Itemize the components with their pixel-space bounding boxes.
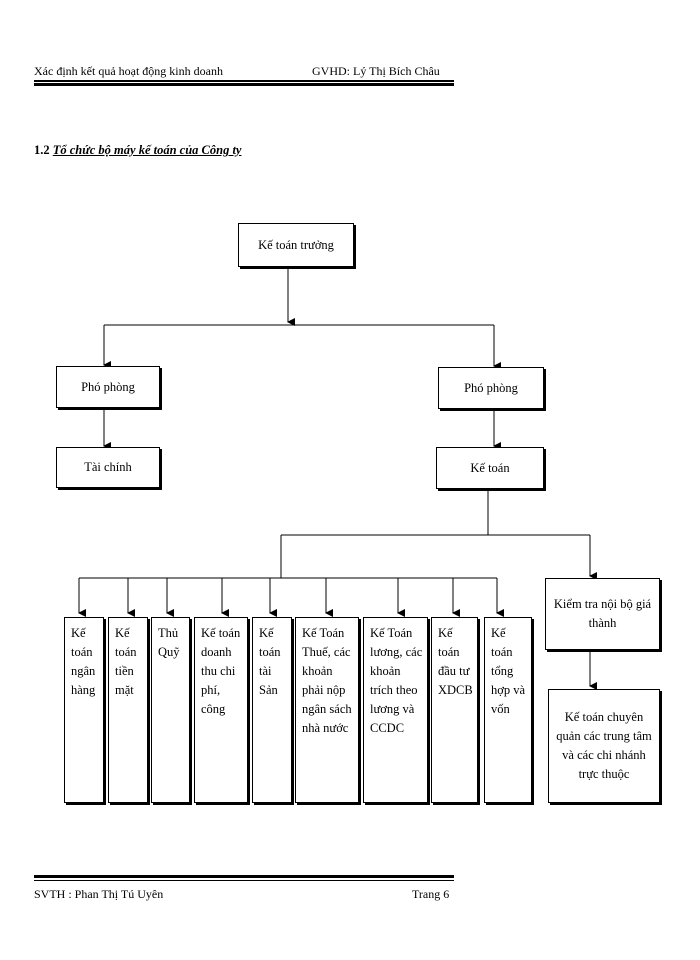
internal-audit-box: Kiểm tra nội bộ giá thành — [545, 578, 660, 650]
branch-accounting-label: Kế toán chuyên quản các trung tâm và các… — [556, 710, 652, 781]
header-title: Xác định kết quả hoạt động kinh doanh — [34, 64, 223, 78]
staff-label: Kế Toán Thuế, các khoản phải nộp ngân sá… — [302, 626, 352, 735]
chief-accountant-box: Kế toán trưởng — [238, 223, 354, 267]
internal-audit-label: Kiểm tra nội bộ giá thành — [553, 597, 652, 630]
staff-label: Kế toán đầu tư XDCB — [438, 626, 473, 697]
finance-box: Tài chính — [56, 447, 160, 488]
staff-box: Kế Toán lương, các khoản trích theo lươn… — [363, 617, 428, 803]
staff-box: Kế Toán Thuế, các khoản phải nộp ngân sá… — [295, 617, 359, 803]
staff-box: Kế toán doanh thu chi phí, công — [194, 617, 248, 803]
staff-label: Kế toán tài Sản — [259, 626, 281, 697]
section-number: 1.2 — [34, 143, 50, 157]
accounting-label: Kế toán — [470, 460, 510, 475]
staff-label: Kế toán ngân hàng — [71, 626, 96, 697]
staff-box: Kế toán ngân hàng — [64, 617, 104, 803]
section-title: Tổ chức bộ máy kế toán của Công ty — [52, 143, 242, 157]
footer-rule-thin — [34, 880, 454, 881]
deputy-right-box: Phó phòng — [438, 367, 544, 409]
deputy-left-label: Phó phòng — [81, 379, 135, 394]
footer-page-number: Trang 6 — [412, 887, 450, 901]
footer-student: SVTH : Phan Thị Tú Uyên — [34, 887, 164, 901]
section-heading: 1.2 Tổ chức bộ máy kế toán của Công ty — [34, 143, 241, 158]
header-rule-thick — [34, 83, 454, 86]
finance-label: Tài chính — [84, 460, 132, 474]
staff-box: Kế toán tài Sản — [252, 617, 292, 803]
staff-box: Kế toán đầu tư XDCB — [431, 617, 478, 803]
staff-label: Kế toán tổng hợp và vốn — [491, 626, 526, 716]
deputy-left-box: Phó phòng — [56, 366, 160, 408]
staff-label: Kế Toán lương, các khoản trích theo lươn… — [370, 626, 423, 735]
branch-accounting-box: Kế toán chuyên quản các trung tâm và các… — [548, 689, 660, 803]
header-advisor: GVHD: Lý Thị Bích Châu — [312, 64, 440, 78]
footer-rule-thick — [34, 875, 454, 878]
staff-box: Thủ Quỹ — [151, 617, 190, 803]
staff-label: Kế toán doanh thu chi phí, công — [201, 626, 241, 716]
staff-box: Kế toán tiền mặt — [108, 617, 148, 803]
deputy-right-label: Phó phòng — [464, 380, 518, 395]
header-rule-thin — [34, 80, 454, 82]
staff-box: Kế toán tổng hợp và vốn — [484, 617, 532, 803]
chief-accountant-label: Kế toán trưởng — [258, 237, 334, 252]
accounting-box: Kế toán — [436, 447, 544, 489]
staff-label: Kế toán tiền mặt — [115, 626, 137, 697]
staff-label: Thủ Quỹ — [158, 626, 180, 659]
